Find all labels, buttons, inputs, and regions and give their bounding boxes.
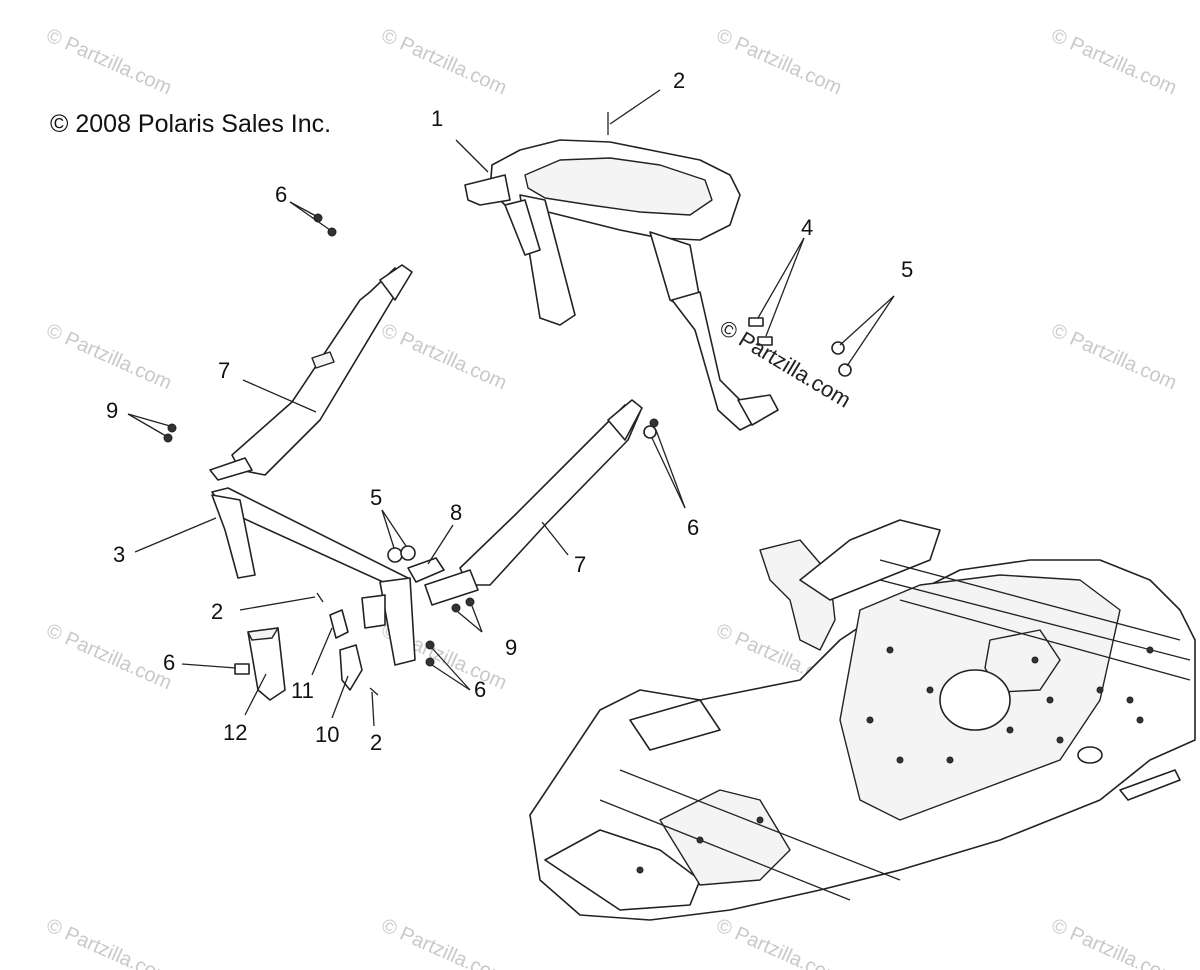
part-crossbar <box>211 487 416 666</box>
watermark: © Partzilla.com <box>43 24 175 99</box>
watermark: © Partzilla.com <box>43 319 175 394</box>
callout-11: 11 <box>291 678 314 703</box>
copyright-text: © 2008 Polaris Sales Inc. <box>50 110 332 138</box>
callout-labels: 1 2 4 5 6 7 9 6 3 5 8 7 2 6 11 9 6 12 10… <box>106 68 913 755</box>
callout-6: 6 <box>163 650 175 675</box>
callout-2: 2 <box>673 68 685 93</box>
callout-7: 7 <box>218 358 230 383</box>
watermark: © Partzilla.com <box>1048 24 1180 99</box>
watermark: © Partzilla.com <box>378 319 510 394</box>
watermark: © Partzilla.com <box>1048 914 1180 970</box>
callout-7: 7 <box>574 552 586 577</box>
part-clip-11 <box>329 609 349 639</box>
watermark: © Partzilla.com <box>378 914 510 970</box>
callout-9: 9 <box>106 398 118 423</box>
watermark: © Partzilla.com <box>713 24 845 99</box>
callout-6: 6 <box>687 515 699 540</box>
callout-4: 4 <box>801 215 813 240</box>
leader-lines <box>127 89 895 727</box>
callout-1: 1 <box>431 106 443 131</box>
callout-2: 2 <box>370 730 382 755</box>
part-bracket-10 <box>339 644 363 691</box>
fasteners <box>163 112 852 696</box>
callout-3: 3 <box>113 542 125 567</box>
callout-2: 2 <box>211 599 223 624</box>
callout-9: 9 <box>505 635 517 660</box>
part-plate-8 <box>407 557 445 583</box>
callout-12: 12 <box>223 720 247 745</box>
chassis-frame <box>529 519 1196 921</box>
part-upper-hoop <box>464 139 779 431</box>
callout-10: 10 <box>315 722 339 747</box>
callout-6: 6 <box>474 677 486 702</box>
callout-6: 6 <box>275 182 287 207</box>
callout-5: 5 <box>901 257 913 282</box>
small-parts <box>247 557 445 701</box>
callout-8: 8 <box>450 500 462 525</box>
watermark: © Partzilla.com <box>713 914 845 970</box>
part-tube-right <box>424 399 643 606</box>
watermark: © Partzilla.com <box>43 619 175 694</box>
watermark: © Partzilla.com <box>378 24 510 99</box>
callout-5: 5 <box>370 485 382 510</box>
watermark: © Partzilla.com <box>1048 319 1180 394</box>
watermark: © Partzilla.com <box>43 914 175 970</box>
part-tube-left <box>209 264 413 481</box>
